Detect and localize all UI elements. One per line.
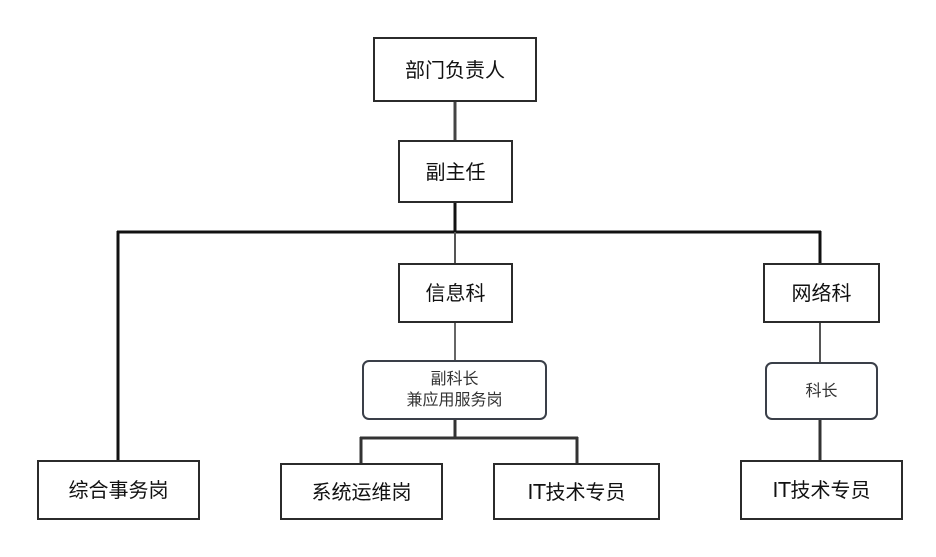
node-label: 网络科 [791,281,852,305]
node-label: 科长 [805,380,838,400]
node-label: 信息科 [425,281,486,305]
node-label: 系统运维岗 [311,479,412,504]
node-label: 副主任 [425,159,486,184]
node-label: IT技术专员 [527,479,626,504]
node-sys-ops: 系统运维岗 [280,463,443,520]
node-label: 综合事务岗 [68,478,169,502]
node-network-section: 网络科 [763,263,880,323]
node-info-deputy-chief: 副科长 兼应用服务岗 [362,360,547,420]
node-label: 副科长 [430,369,479,389]
node-label: IT技术专员 [772,478,871,502]
node-it-specialist-network: IT技术专员 [740,460,903,520]
node-department-head: 部门负责人 [373,37,537,102]
node-it-specialist-info: IT技术专员 [493,463,660,520]
node-deputy-director: 副主任 [398,140,513,203]
node-label: 部门负责人 [405,57,505,82]
node-general-affairs: 综合事务岗 [37,460,200,520]
node-label: 兼应用服务岗 [406,390,503,409]
node-info-section: 信息科 [398,263,513,323]
node-network-chief: 科长 [765,362,878,420]
